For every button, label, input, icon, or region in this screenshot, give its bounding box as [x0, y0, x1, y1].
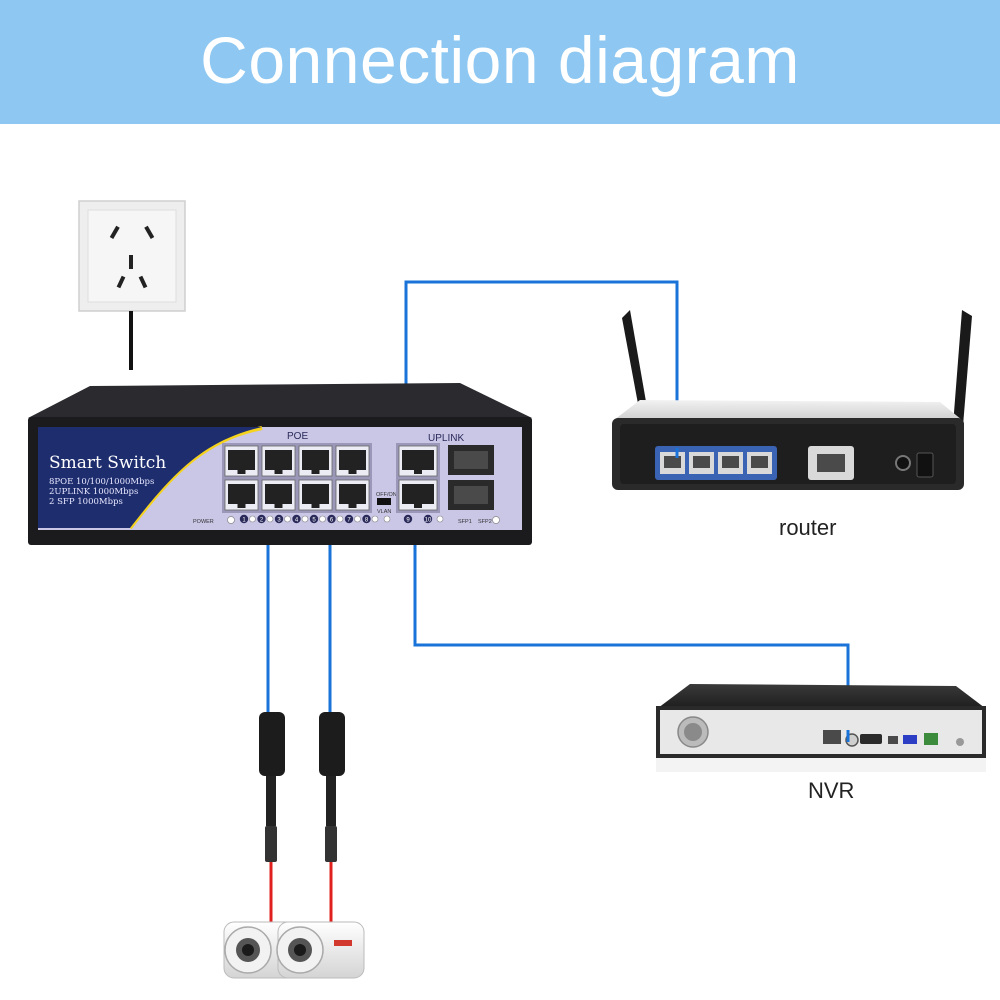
port-led-3: 3: [274, 514, 291, 524]
switch-spec-3: 2 SFP 1000Mbps: [49, 497, 123, 507]
port-number-9: 9: [406, 518, 410, 524]
power-led: [227, 516, 235, 524]
power-label: POWER: [193, 519, 214, 525]
port-number-5: 5: [312, 518, 316, 524]
poe-port-6[interactable]: [298, 479, 333, 511]
router-lan-port-4[interactable]: [747, 452, 772, 474]
port-led-5: 5: [309, 514, 326, 524]
uplink-port-9[interactable]: [398, 445, 438, 477]
vlan-led: [383, 515, 391, 523]
port-led-8: 8: [362, 514, 379, 524]
switch-spec-1: 8POE 10/100/1000Mbps: [49, 477, 154, 487]
router-lan-port-1[interactable]: [660, 452, 685, 474]
port-led-7: 7: [344, 514, 361, 524]
uplink-port-10[interactable]: [398, 479, 438, 511]
port-led-4: 4: [292, 514, 309, 524]
port-number-1: 1: [242, 518, 246, 524]
poe-label: POE: [287, 431, 308, 442]
poe-port-5[interactable]: [298, 445, 333, 477]
poe-ports: [222, 443, 372, 513]
poe-port-4[interactable]: [261, 479, 296, 511]
uplink-cable-router: [404, 280, 679, 455]
poe-port-2[interactable]: [224, 479, 259, 511]
port-number-10: 10: [425, 518, 432, 524]
port-number-6: 6: [330, 518, 334, 524]
port-led-1: 1: [239, 514, 256, 524]
wall-socket: [78, 200, 186, 312]
port-number-3: 3: [277, 518, 281, 524]
port-led-9: 9: [403, 514, 413, 524]
poe-port-8[interactable]: [335, 479, 370, 511]
poe-splitter-2: [319, 712, 345, 925]
header-banner: Connection diagram: [0, 0, 1000, 124]
vlan-switch-label: OFF/ON: [376, 492, 397, 498]
sfp2-label: SFP2: [478, 519, 492, 525]
router-lan-port-3[interactable]: [718, 452, 743, 474]
switch-brand: Smart Switch: [49, 453, 166, 473]
uplink-led: [436, 515, 444, 523]
router-lan-port-2[interactable]: [689, 452, 714, 474]
poe-port-1[interactable]: [224, 445, 259, 477]
port-number-8: 8: [365, 518, 369, 524]
port-led-2: 2: [257, 514, 274, 524]
port-number-2: 2: [260, 518, 264, 524]
router: [612, 310, 972, 490]
vlan-label: VLAN: [377, 509, 391, 515]
poe-port-3[interactable]: [261, 445, 296, 477]
sfp-ports: [448, 445, 494, 510]
uplink-label: UPLINK: [428, 433, 464, 444]
vlan-dip-switch[interactable]: [377, 498, 391, 505]
port-led-6: 6: [327, 514, 344, 524]
nvr: [656, 684, 986, 772]
router-antenna-right: [952, 310, 972, 438]
uplink-ports: [396, 443, 440, 513]
sfp-led: [492, 516, 500, 524]
page-title: Connection diagram: [200, 23, 800, 97]
poe-splitter-1: [259, 712, 285, 925]
port-number-7: 7: [347, 518, 351, 524]
port-number-4: 4: [295, 518, 299, 524]
ip-camera-2: [276, 921, 365, 979]
poe-switch: Smart Switch 8POE 10/100/1000Mbps 2UPLIN…: [28, 383, 532, 545]
switch-spec-2: 2UPLINK 1000Mbps: [49, 487, 138, 497]
sfp1-label: SFP1: [458, 519, 472, 525]
poe-port-7[interactable]: [335, 445, 370, 477]
nvr-label: NVR: [808, 778, 855, 803]
port-led-10: 10: [423, 514, 433, 524]
router-label: router: [779, 515, 837, 540]
